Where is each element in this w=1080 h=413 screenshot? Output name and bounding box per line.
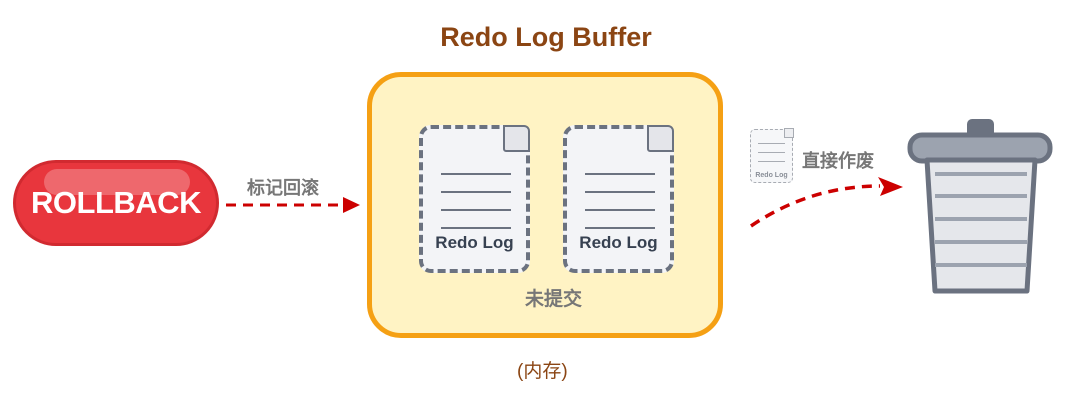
rollback-label: ROLLBACK: [31, 185, 201, 220]
redo-log-document-1: Redo Log: [419, 125, 530, 273]
text-line: [585, 191, 655, 193]
mini-document-label: Redo Log: [755, 172, 788, 179]
discarded-redo-log-icon: Redo Log: [750, 128, 794, 183]
redo-log-document-2: Redo Log: [563, 125, 674, 273]
page-corner-icon: [784, 128, 794, 138]
text-line: [758, 143, 785, 144]
rollback-gloss: [44, 169, 190, 195]
rollback-arrow: [226, 197, 360, 213]
trash-can-icon: [907, 119, 1053, 294]
memory-label: (内存): [517, 361, 568, 382]
arrow-head-icon: [878, 177, 903, 196]
page-corner-icon: [503, 125, 530, 152]
document-label: Redo Log: [579, 233, 658, 252]
rollback-button: ROLLBACK: [13, 160, 219, 246]
diagram-title: Redo Log Buffer: [440, 22, 652, 52]
uncommitted-label: 未提交: [525, 289, 583, 310]
mark-rollback-label: 标记回滚: [247, 178, 319, 198]
text-line: [758, 161, 785, 162]
document-label: Redo Log: [435, 233, 514, 252]
text-line: [441, 209, 511, 211]
text-line: [441, 173, 511, 175]
text-line: [585, 227, 655, 229]
text-line: [441, 227, 511, 229]
text-line: [585, 209, 655, 211]
discard-arrow: [750, 177, 903, 228]
text-line: [585, 173, 655, 175]
page-corner-icon: [647, 125, 674, 152]
arrow-head-icon: [343, 197, 360, 213]
discard-label: 直接作废: [802, 151, 874, 171]
text-line: [758, 152, 785, 153]
text-line: [441, 191, 511, 193]
